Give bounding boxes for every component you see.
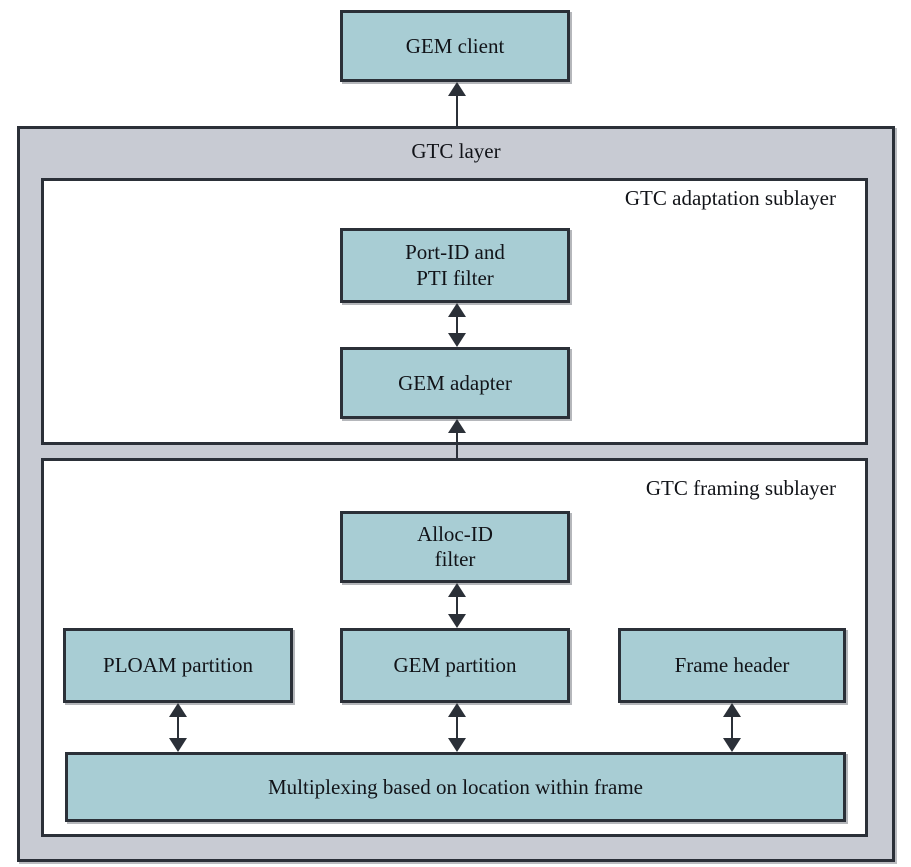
arrowhead-down-icon bbox=[723, 738, 741, 752]
connector-gem-partition-to-multiplexing bbox=[448, 703, 466, 752]
node-port-id-and-pti-filter[interactable]: Port-ID and PTI filter bbox=[340, 228, 570, 303]
node-port-id-and-pti-filter-label: Port-ID and PTI filter bbox=[405, 240, 505, 290]
node-multiplexing-bar-label: Multiplexing based on location within fr… bbox=[267, 774, 643, 799]
connector-frame-header-to-multiplexing bbox=[723, 703, 741, 752]
node-gem-adapter-label: GEM adapter bbox=[398, 370, 512, 395]
arrowhead-up-icon bbox=[448, 82, 466, 96]
node-ploam-partition-label: PLOAM partition bbox=[103, 653, 253, 678]
connector-shaft bbox=[456, 310, 458, 340]
connector-ploam-partition-to-multiplexing bbox=[169, 703, 187, 752]
connector-alloc-id-filter-to-gem-partition bbox=[448, 583, 466, 628]
arrowhead-up-icon bbox=[723, 703, 741, 717]
connector-shaft bbox=[177, 710, 179, 745]
arrowhead-down-icon bbox=[448, 333, 466, 347]
node-frame-header[interactable]: Frame header bbox=[618, 628, 846, 703]
node-gem-partition[interactable]: GEM partition bbox=[340, 628, 570, 703]
node-ploam-partition[interactable]: PLOAM partition bbox=[63, 628, 293, 703]
arrowhead-down-icon bbox=[169, 738, 187, 752]
arrowhead-up-icon bbox=[169, 703, 187, 717]
node-multiplexing-bar[interactable]: Multiplexing based on location within fr… bbox=[65, 752, 846, 822]
node-alloc-id-filter-label: Alloc-ID filter bbox=[417, 521, 493, 571]
connector-shaft bbox=[456, 590, 458, 621]
node-alloc-id-filter[interactable]: Alloc-ID filter bbox=[340, 511, 570, 583]
arrowhead-down-icon bbox=[448, 614, 466, 628]
label-gtc-adaptation-sublayer: GTC adaptation sublayer bbox=[624, 186, 836, 210]
node-gem-adapter[interactable]: GEM adapter bbox=[340, 347, 570, 419]
node-gem-client-label: GEM client bbox=[405, 33, 505, 58]
arrowhead-up-icon bbox=[448, 303, 466, 317]
connector-shaft bbox=[456, 710, 458, 745]
node-gem-partition-label: GEM partition bbox=[393, 653, 517, 678]
connector-shaft bbox=[731, 710, 733, 745]
arrowhead-down-icon bbox=[448, 738, 466, 752]
label-gtc-layer: GTC layer bbox=[411, 139, 501, 163]
node-gem-client[interactable]: GEM client bbox=[340, 10, 570, 82]
arrowhead-up-icon bbox=[448, 703, 466, 717]
connector-port-id-filter-to-gem-adapter bbox=[448, 303, 466, 347]
label-gtc-framing-sublayer: GTC framing sublayer bbox=[645, 476, 836, 500]
arrowhead-up-icon bbox=[448, 583, 466, 597]
node-frame-header-label: Frame header bbox=[674, 653, 790, 678]
arrowhead-up-icon bbox=[448, 419, 466, 433]
